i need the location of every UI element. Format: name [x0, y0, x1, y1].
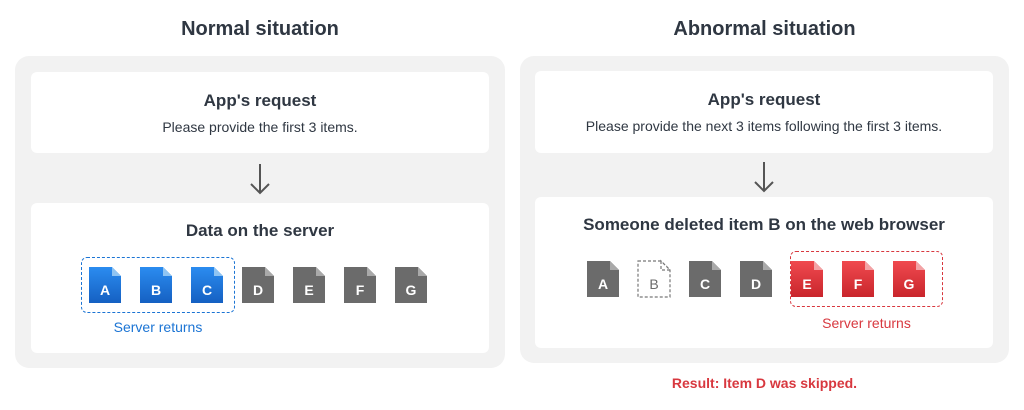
document-icon: F [840, 259, 876, 299]
document-letter: A [597, 276, 609, 292]
normal-data-card: Data on the server A B C D E F G Server return… [31, 203, 489, 353]
document-icon: C [687, 259, 723, 299]
document-icon: A [87, 265, 123, 305]
arrow-down-icon [754, 162, 774, 193]
document-letter: C [201, 282, 213, 298]
document-letter: E [802, 276, 812, 292]
document-letter: F [355, 282, 365, 298]
abnormal-request-text: Please provide the next 3 items followin… [585, 118, 943, 134]
document-icon: B [636, 259, 672, 299]
document-letter: D [252, 282, 264, 298]
server-returns-group [81, 257, 235, 313]
normal-request-text: Please provide the first 3 items. [162, 119, 358, 135]
document-icon: G [891, 259, 927, 299]
normal-request-card: App's request Please provide the first 3… [31, 72, 489, 153]
document-icon: C [189, 265, 225, 305]
document-letter: A [99, 282, 111, 298]
normal-title: Normal situation [181, 18, 339, 40]
document-letter: B [150, 282, 162, 298]
document-letter: G [903, 276, 915, 292]
document-letter: C [699, 276, 711, 292]
document-icon: D [738, 259, 774, 299]
normal-request-title: App's request [203, 91, 317, 110]
normal-data-title: Data on the server [185, 221, 335, 240]
document-letter: E [304, 282, 314, 298]
document-letter: G [405, 282, 417, 298]
normal-panel: App's request Please provide the first 3… [15, 56, 505, 368]
document-icon: D [240, 265, 276, 305]
abnormal-title: Abnormal situation [673, 18, 856, 40]
document-letter: F [853, 276, 863, 292]
result-note: Result: Item D was skipped. [671, 375, 858, 391]
document-icon: E [291, 265, 327, 305]
document-icon: A [585, 259, 621, 299]
document-icon: E [789, 259, 825, 299]
abnormal-data-card: Someone deleted item B on the web browse… [535, 197, 993, 348]
server-returns-group [790, 251, 943, 307]
abnormal-panel: App's request Please provide the next 3 … [520, 56, 1009, 363]
abnormal-returns-label: Server returns [822, 315, 911, 331]
normal-returns-label: Server returns [113, 319, 203, 335]
document-icon: G [393, 265, 429, 305]
abnormal-request-title: App's request [707, 90, 821, 109]
abnormal-data-title: Someone deleted item B on the web browse… [583, 215, 945, 234]
document-letter: B [649, 276, 659, 292]
arrow-down-icon [250, 164, 270, 195]
document-icon: B [138, 265, 174, 305]
abnormal-request-card: App's request Please provide the next 3 … [535, 71, 993, 153]
document-letter: D [750, 276, 762, 292]
document-icon: F [342, 265, 378, 305]
